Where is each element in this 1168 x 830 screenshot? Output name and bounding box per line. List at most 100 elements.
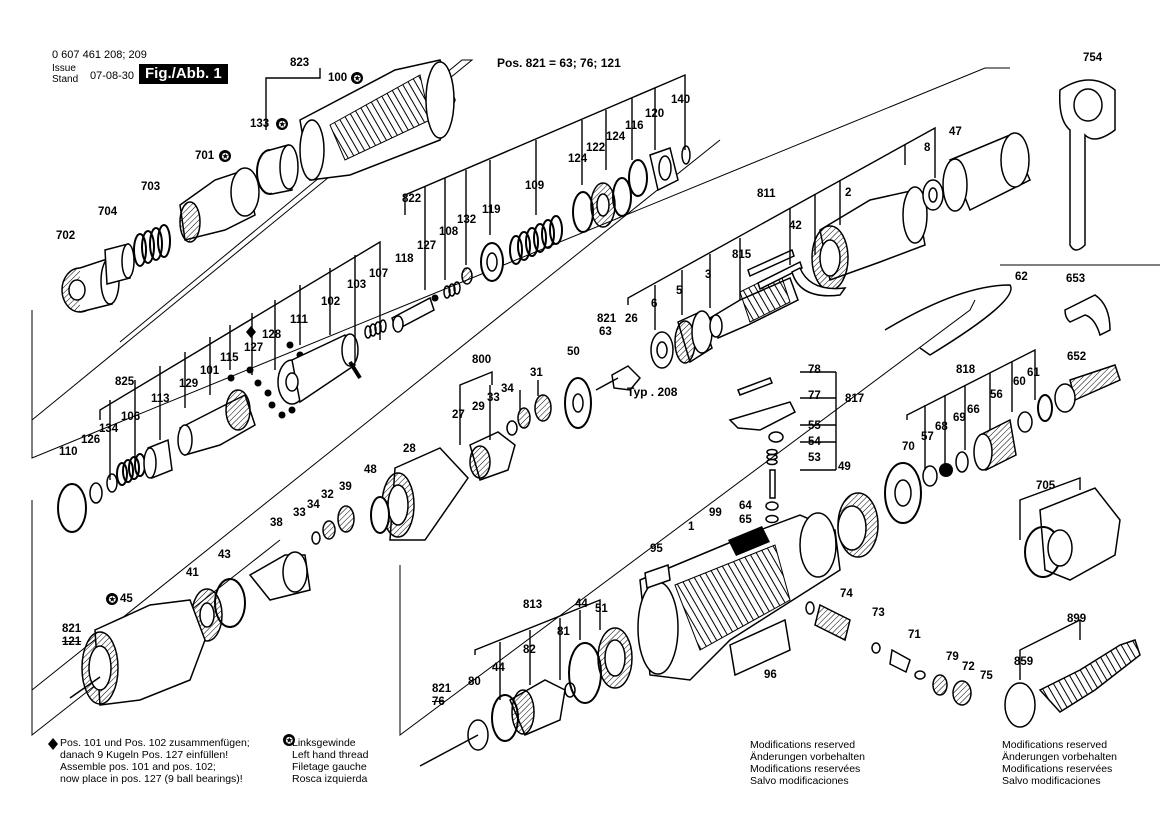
part-cap-82 — [509, 679, 566, 736]
part-label: 126 — [81, 434, 101, 446]
part-flange-49 — [837, 492, 879, 558]
part-label: 41 — [186, 567, 199, 579]
part-number: 0 607 461 208; 209 — [52, 49, 147, 61]
diamond-marker-icons — [48, 326, 256, 750]
part-label: 800 — [472, 354, 492, 366]
part-label: 53 — [808, 452, 821, 464]
figure-label: Fig./Abb. 1 — [139, 64, 228, 84]
part-label: 108 — [439, 226, 459, 238]
part-circlip-110 — [57, 483, 87, 533]
part-wire-62 — [884, 284, 1012, 356]
part-gears-32-39 — [311, 505, 355, 545]
part-label: 33 — [487, 392, 500, 404]
part-label: 49 — [838, 461, 851, 473]
part-label: 60 — [1013, 376, 1026, 388]
part-label: 70 — [902, 441, 915, 453]
part-label: 703 — [141, 181, 161, 193]
part-bearing-122 — [572, 177, 632, 233]
part-cylinder-2 — [811, 186, 928, 291]
svg-text:✪: ✪ — [279, 120, 287, 130]
part-pin-103 — [348, 360, 362, 380]
part-label: 48 — [364, 464, 377, 476]
part-handle-754 — [1058, 79, 1116, 251]
part-label: 71 — [908, 629, 921, 641]
part-ring-44 — [568, 642, 602, 704]
part-label: 79 — [946, 651, 959, 663]
part-screw-132 — [461, 267, 473, 285]
part-label: 118 — [395, 253, 414, 265]
part-label: 702 — [56, 230, 76, 242]
part-carrier-102 — [277, 333, 359, 405]
part-label: 124 — [568, 153, 588, 165]
part-label: 107 — [369, 268, 389, 280]
part-label: 129 — [179, 378, 199, 390]
part-label: 652 — [1067, 351, 1087, 363]
part-label: 754 — [1083, 52, 1103, 64]
part-label: 51 — [595, 603, 608, 615]
part-label: 82 — [523, 644, 536, 656]
part-label: 132 — [457, 214, 477, 226]
part-label: 26 — [625, 313, 638, 325]
part-label: 124 — [606, 131, 626, 143]
part-label: 133 — [250, 118, 270, 130]
part-label: 103 — [347, 279, 367, 291]
part-label: 54 — [808, 436, 821, 448]
part-label: 44 — [575, 598, 588, 610]
part-washer-70 — [884, 462, 922, 524]
assembly-note: Pos. 101 und Pos. 102 zusammenfügen;dana… — [60, 737, 250, 785]
part-label: 47 — [949, 126, 962, 138]
part-label: 122 — [586, 142, 606, 154]
part-sleeve-113 — [143, 438, 173, 480]
part-label: 1 — [688, 521, 695, 533]
part-planet-carrier-27 — [469, 431, 516, 481]
part-label: 128 — [262, 329, 282, 341]
part-label: 821 — [597, 313, 617, 325]
part-label: 45 — [120, 593, 133, 605]
part-label: 110 — [59, 446, 78, 458]
part-label: 77 — [808, 390, 821, 402]
part-rings-126-134 — [89, 473, 118, 504]
part-label: 119 — [482, 204, 501, 216]
part-label: 127 — [417, 240, 437, 252]
part-label: 127 — [244, 342, 264, 354]
part-label: 821 — [62, 623, 82, 635]
part-rotor-3 — [709, 271, 799, 339]
part-label: 701 — [195, 150, 215, 162]
part-label: 72 — [962, 661, 975, 673]
part-label: 102 — [321, 296, 341, 308]
part-housing-100 — [299, 59, 456, 181]
part-label: 815 — [732, 249, 752, 261]
part-label: 99 — [709, 507, 722, 519]
part-label: 63 — [599, 326, 612, 338]
part-label: 95 — [650, 543, 663, 555]
type-label: Typ . 208 — [627, 385, 678, 399]
part-ring-gear-28 — [381, 447, 469, 541]
part-label: 813 — [523, 599, 543, 611]
part-washer-80 — [419, 719, 489, 767]
part-clip-653 — [1064, 294, 1111, 337]
part-spring-54 — [766, 448, 778, 466]
part-vanes-815 — [747, 248, 803, 291]
part-bearing-6 — [650, 331, 674, 369]
part-label: 111 — [290, 314, 308, 326]
part-label: 106 — [121, 411, 141, 423]
part-label: 34 — [501, 383, 514, 395]
part-bearing-8 — [922, 179, 944, 211]
part-label: 109 — [525, 180, 545, 192]
part-sleeve-704 — [104, 243, 135, 285]
part-label: 2 — [845, 187, 852, 199]
part-gears-31-34 — [506, 394, 552, 436]
part-label: 823 — [290, 57, 310, 69]
part-label: 42 — [789, 220, 802, 232]
part-disc-50 — [564, 377, 592, 429]
part-label: 44 — [492, 662, 505, 674]
part-ball-127b — [431, 294, 439, 302]
part-label: 61 — [1027, 367, 1040, 379]
part-label: 66 — [967, 404, 980, 416]
part-plunger-118 — [391, 296, 435, 333]
part-label-superseded: 121 — [62, 636, 82, 648]
part-screw-74-71 — [805, 601, 972, 706]
part-label: 821 — [432, 683, 452, 695]
